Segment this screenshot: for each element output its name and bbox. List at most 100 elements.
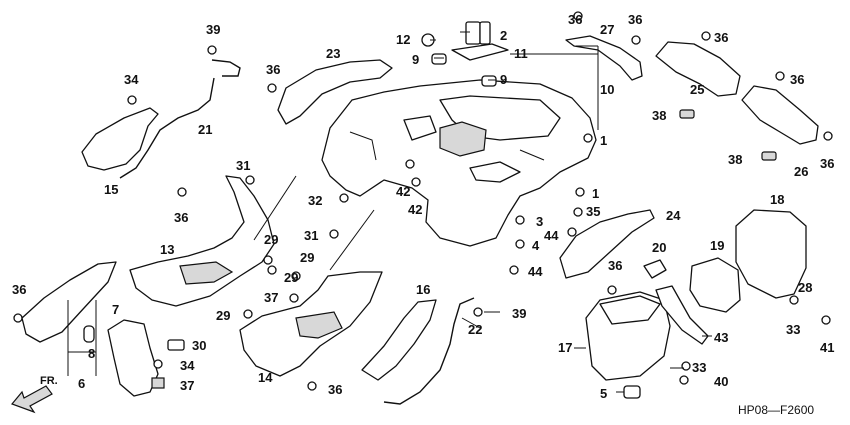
callout-36g: 36 (174, 210, 188, 225)
part-7-flap (107, 319, 159, 397)
part-13-fender (129, 175, 275, 307)
part-38-clip-a (679, 109, 695, 119)
callout-44b: 44 (528, 264, 543, 279)
callout-13: 13 (160, 242, 174, 257)
callout-32: 32 (308, 193, 322, 208)
callout-24: 24 (666, 208, 681, 223)
part-13-inner (179, 261, 234, 285)
callout-37b: 37 (180, 378, 194, 393)
callout-15: 15 (104, 182, 118, 197)
callout-12: 12 (396, 32, 410, 47)
part-5-grommet (623, 385, 641, 399)
callout-23: 23 (326, 46, 340, 61)
part-23-cover (277, 59, 393, 125)
diagram-code: HP08—F2600 (738, 403, 814, 417)
callout-28: 28 (798, 280, 812, 295)
callout-36d: 36 (790, 72, 804, 87)
callout-42b: 42 (408, 202, 422, 217)
callout-18: 18 (770, 192, 784, 207)
callout-29c: 29 (300, 250, 314, 265)
part-18-cover (735, 209, 807, 299)
callout-7: 7 (112, 302, 119, 317)
callout-9a: 9 (412, 52, 419, 67)
callout-36h: 36 (12, 282, 26, 297)
direction-label: FR. (40, 375, 58, 387)
callout-21: 21 (198, 122, 212, 137)
callout-labels: 1 1 2 3 4 5 6 7 8 9 9 10 11 12 13 14 15 … (12, 12, 834, 401)
callout-36e: 36 (820, 156, 834, 171)
callout-36b: 36 (628, 12, 642, 27)
callout-36c: 36 (714, 30, 728, 45)
part-6-guard (21, 261, 117, 343)
callout-33b: 33 (692, 360, 706, 375)
part-30-spring (167, 339, 185, 351)
part-37-nut (151, 377, 165, 389)
part-17-lid (599, 295, 661, 325)
callout-43: 43 (714, 330, 728, 345)
callout-20: 20 (652, 240, 666, 255)
callout-8: 8 (88, 346, 95, 361)
callout-35: 35 (586, 204, 600, 219)
part-38-clip-b (761, 151, 777, 161)
callout-39a: 39 (206, 22, 220, 37)
callout-42a: 42 (396, 184, 410, 199)
callout-14: 14 (258, 370, 273, 385)
callout-29b: 29 (284, 270, 298, 285)
callout-27: 27 (600, 22, 614, 37)
part-19-seal (689, 257, 741, 313)
callout-44a: 44 (544, 228, 559, 243)
part-20-latch (643, 259, 667, 279)
callout-4: 4 (532, 238, 540, 253)
part-16-mudguard (361, 299, 437, 381)
part-15-guard (81, 107, 159, 171)
callout-36j: 36 (608, 258, 622, 273)
callout-3: 3 (536, 214, 543, 229)
part-8-pin (83, 325, 95, 343)
part-14-inner (295, 311, 343, 339)
callout-38a: 38 (652, 108, 666, 123)
callout-33a: 33 (786, 322, 800, 337)
callout-36f: 36 (266, 62, 280, 77)
callout-26: 26 (794, 164, 808, 179)
callout-16: 16 (416, 282, 430, 297)
callout-30: 30 (192, 338, 206, 353)
callout-25: 25 (690, 82, 704, 97)
leader-lines (67, 31, 712, 393)
callout-2: 2 (500, 28, 507, 43)
callout-29d: 29 (216, 308, 230, 323)
callout-34a: 34 (124, 72, 139, 87)
callout-39b: 39 (512, 306, 526, 321)
callout-40: 40 (714, 374, 728, 389)
callout-11: 11 (514, 46, 528, 61)
callout-1a: 1 (600, 133, 607, 148)
part-22-cable (383, 297, 475, 405)
callout-38b: 38 (728, 152, 742, 167)
callout-17: 17 (558, 340, 572, 355)
part-25-rail (655, 41, 741, 97)
callout-1b: 1 (592, 186, 599, 201)
part-24-cover (559, 209, 655, 279)
forward-direction-arrow: FR. (10, 375, 58, 414)
callout-29a: 29 (264, 232, 278, 247)
rear-fender-assembly (321, 79, 597, 247)
part-9-grommet-a (431, 53, 447, 65)
part-2-clip (465, 21, 481, 45)
callout-37a: 37 (264, 290, 278, 305)
fasteners (13, 11, 833, 391)
part-2-clip-b (479, 21, 491, 45)
callout-31a: 31 (236, 158, 250, 173)
callout-36a: 36 (568, 12, 582, 27)
callout-5: 5 (600, 386, 607, 401)
callout-6: 6 (78, 376, 85, 391)
callout-19: 19 (710, 238, 724, 253)
callout-34b: 34 (180, 358, 195, 373)
callout-36i: 36 (328, 382, 342, 397)
part-11-bracket (451, 43, 509, 61)
part-9-grommet-b (481, 75, 497, 87)
part-27-rail (565, 35, 643, 81)
callout-9b: 9 (500, 72, 507, 87)
callout-10: 10 (600, 82, 614, 97)
part-26-rail (741, 85, 819, 145)
part-21-cable (119, 77, 215, 179)
